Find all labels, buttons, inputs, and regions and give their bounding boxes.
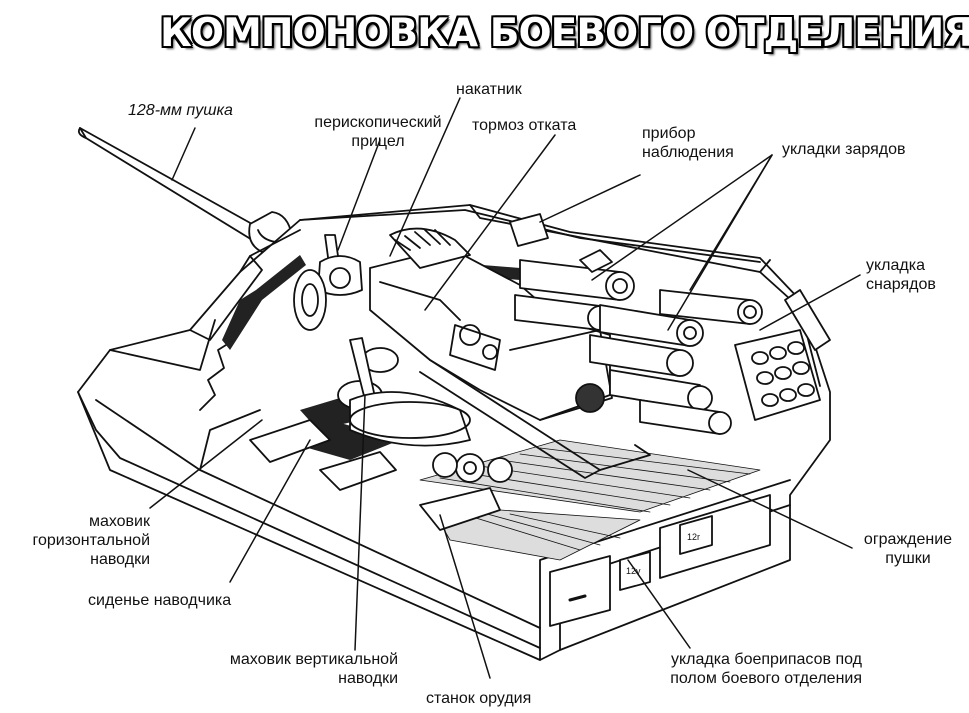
gunner-seat xyxy=(249,419,501,531)
label-recoil-brake: тормоз отката xyxy=(472,117,577,134)
label-floor-ammo-stowage: укладка боеприпасов под полом боевого от… xyxy=(610,650,862,688)
label-gunner-seat: сиденье наводчика xyxy=(88,592,232,609)
recuperator xyxy=(389,227,471,269)
gun-mount xyxy=(349,391,513,483)
label-elevation-wheel-line2: наводки xyxy=(338,670,398,687)
gun-breech xyxy=(369,247,651,479)
label-periscope-line2: прицел xyxy=(351,133,405,150)
shell-stowage-box xyxy=(734,289,831,421)
label-traverse-wheel-line2: горизонтальной xyxy=(32,532,151,549)
floor-ammo-boxes xyxy=(549,494,771,627)
periscope-sight xyxy=(317,234,363,296)
label-periscope-sight: перископический прицел xyxy=(300,113,456,151)
label-periscope-line1: перископический xyxy=(314,114,442,131)
diagram-title: КОМПОНОВКА БОЕВОГО ОТДЕЛЕНИЯ xyxy=(160,11,969,56)
label-traverse-wheel-line3: наводки xyxy=(90,551,150,568)
label-observation-device: прибор наблюдения xyxy=(642,124,734,162)
label-shell-stowage: укладка снарядов xyxy=(866,256,936,294)
label-gun-mount: станок орудия xyxy=(426,690,532,707)
label-gun-guard: ограждение пушки xyxy=(848,530,968,568)
label-shell-stowage-line2: снарядов xyxy=(866,276,936,293)
label-elevation-wheel-line1: маховик вертикальной xyxy=(229,651,398,668)
label-observation-line2: наблюдения xyxy=(642,144,734,161)
box-mark-1: 12v xyxy=(626,566,641,576)
label-observation-line1: прибор xyxy=(642,125,696,142)
label-shell-stowage-line1: укладка xyxy=(866,257,925,274)
box-mark-2: 12r xyxy=(687,532,701,542)
gun-barrel xyxy=(77,127,293,253)
label-gun: 128-мм пушка xyxy=(128,102,233,119)
observation-device xyxy=(509,213,613,273)
label-recuperator: накатник xyxy=(456,81,522,98)
label-floor-stowage-line1: укладка боеприпасов под xyxy=(670,651,862,668)
label-gun-guard-line1: ограждение xyxy=(863,531,953,548)
label-floor-stowage-line2: полом боевого отделения xyxy=(670,670,862,687)
charge-racks xyxy=(514,259,763,435)
label-traverse-wheel-line1: маховик xyxy=(88,513,150,530)
label-traverse-wheel: маховик горизонтальной наводки xyxy=(0,512,151,569)
leader-lines xyxy=(149,97,861,679)
label-gun-guard-line2: пушки xyxy=(885,550,931,567)
label-elevation-wheel: маховик вертикальной наводки xyxy=(170,650,398,688)
label-charge-stowage: укладки зарядов xyxy=(782,141,906,158)
